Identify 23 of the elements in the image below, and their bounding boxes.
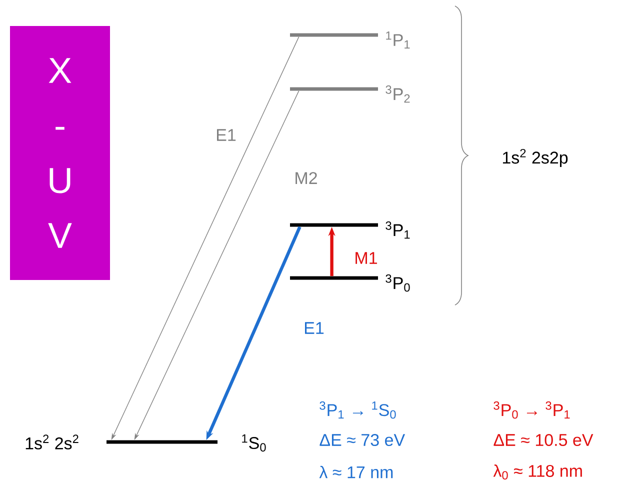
edge-label: E1 (214, 128, 238, 142)
annotation-text: $^{3}$P$_{1}$ → $^{1}$S$_{0}$ (320, 401, 396, 419)
edge-label: M2 (293, 171, 319, 185)
edge-label: M1 (353, 251, 379, 265)
label-box: X - U V (10, 26, 110, 280)
level-label: $^{3}$P$_{1}$ (386, 221, 410, 239)
annotation-text: λ$_{0}$ ≈ 118 nm (493, 464, 582, 480)
edge-label: E1 (302, 321, 326, 335)
annotation-text: ΔE ≈ 73 eV (320, 434, 405, 446)
level-label: $^{1}$P$_{1}$ (386, 31, 410, 49)
annotation-text: λ ≈ 17 nm (319, 466, 393, 478)
energy-level (290, 33, 378, 37)
energy-level (106, 440, 218, 444)
level-label: $^{3}$P$_{0}$ (386, 274, 410, 292)
annotation-text: 1s$^{2}$ 2s2p (502, 148, 568, 168)
level-label: 1s$^{2}$ 2s$^{2}$ (26, 434, 78, 450)
energy-level (290, 223, 378, 227)
annotation-text: ΔE ≈ 10.5 eV (494, 434, 594, 446)
annotation-text: $^{3}$P$_{0}$ → $^{3}$P$_{1}$ (494, 401, 570, 419)
energy-level (290, 87, 378, 91)
energy-level (290, 276, 378, 280)
level-label: $^{1}$S$_{0}$ (242, 434, 266, 452)
level-label: $^{3}$P$_{2}$ (386, 85, 410, 103)
